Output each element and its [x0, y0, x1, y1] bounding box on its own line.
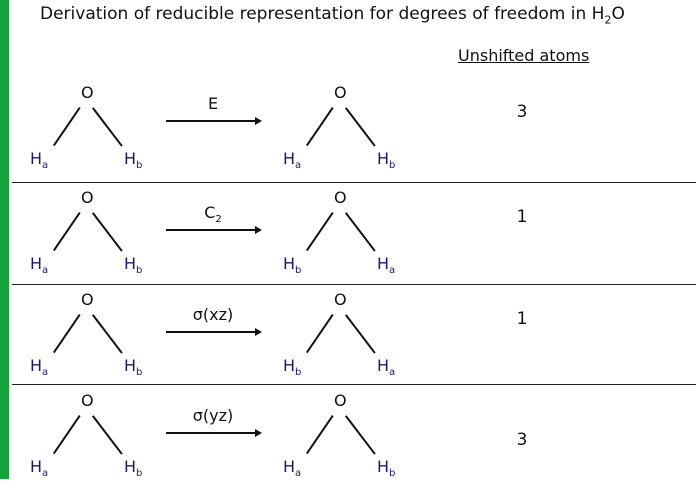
- original-bond-right: [92, 314, 123, 354]
- original-oxygen-atom: O: [81, 290, 94, 309]
- row-divider: [12, 182, 696, 183]
- original-hydrogen-right: Hb: [124, 149, 143, 172]
- symmetry-operation-label: E: [207, 94, 219, 113]
- original-bond-left: [53, 107, 81, 147]
- page-title: Derivation of reducible representation f…: [40, 4, 625, 27]
- original-water-molecule: O Ha Hb: [28, 290, 158, 390]
- transformed-oxygen-atom: O: [334, 83, 347, 102]
- transformed-hydrogen-right: Hb: [377, 149, 396, 172]
- operation-arrow: [166, 226, 262, 233]
- original-water-molecule: O Ha Hb: [28, 188, 158, 288]
- operation-arrow: [166, 429, 262, 436]
- original-bond-left: [53, 314, 81, 354]
- unshifted-atom-count: 1: [516, 309, 528, 329]
- row-divider: [12, 384, 696, 385]
- original-oxygen-atom: O: [81, 83, 94, 102]
- original-bond-left: [53, 212, 81, 252]
- symmetry-operation-label: σ(xz): [192, 305, 234, 324]
- row-divider: [12, 284, 696, 285]
- operation-row: O Ha Hb σ(xz) O Hb Ha 1: [0, 285, 696, 385]
- unshifted-atom-count: 1: [516, 207, 528, 227]
- transformed-hydrogen-left: Ha: [283, 149, 302, 172]
- transformed-oxygen-atom: O: [334, 188, 347, 207]
- symmetry-operation-label: C2: [204, 203, 222, 226]
- original-bond-left: [53, 415, 81, 455]
- original-hydrogen-right: Hb: [124, 356, 143, 379]
- transformed-bond-left: [306, 212, 334, 252]
- transformed-bond-left: [306, 415, 334, 455]
- transformed-water-molecule: O Ha Hb: [281, 83, 411, 183]
- transformed-bond-left: [306, 314, 334, 354]
- operation-arrow: [166, 117, 262, 124]
- transformed-oxygen-atom: O: [334, 391, 347, 410]
- original-bond-right: [92, 415, 123, 455]
- operation-row: O Ha Hb C2 O Hb Ha 1: [0, 183, 696, 283]
- operation-arrow: [166, 328, 262, 335]
- transformed-hydrogen-left: Ha: [283, 457, 302, 480]
- transformed-hydrogen-left: Hb: [283, 254, 302, 277]
- transformed-hydrogen-right: Hb: [377, 457, 396, 480]
- symmetry-operation-label: σ(yz): [192, 406, 234, 425]
- original-water-molecule: O Ha Hb: [28, 391, 158, 491]
- unshifted-atom-count: 3: [516, 102, 528, 122]
- transformed-hydrogen-right: Ha: [377, 254, 396, 277]
- transformed-water-molecule: O Hb Ha: [281, 290, 411, 390]
- original-hydrogen-left: Ha: [30, 254, 49, 277]
- transformed-hydrogen-right: Ha: [377, 356, 396, 379]
- operation-row: O Ha Hb E O Ha Hb 3: [0, 78, 696, 178]
- accent-bar: [0, 0, 9, 479]
- original-hydrogen-right: Hb: [124, 457, 143, 480]
- transformed-bond-right: [345, 314, 376, 354]
- original-hydrogen-left: Ha: [30, 149, 49, 172]
- transformed-hydrogen-left: Hb: [283, 356, 302, 379]
- original-water-molecule: O Ha Hb: [28, 83, 158, 183]
- original-bond-right: [92, 212, 123, 252]
- transformed-bond-left: [306, 107, 334, 147]
- unshifted-atoms-header: Unshifted atoms: [458, 46, 590, 65]
- original-oxygen-atom: O: [81, 188, 94, 207]
- unshifted-atom-count: 3: [516, 430, 528, 450]
- original-oxygen-atom: O: [81, 391, 94, 410]
- transformed-bond-right: [345, 107, 376, 147]
- original-hydrogen-right: Hb: [124, 254, 143, 277]
- transformed-bond-right: [345, 212, 376, 252]
- original-bond-right: [92, 107, 123, 147]
- transformed-bond-right: [345, 415, 376, 455]
- transformed-water-molecule: O Ha Hb: [281, 391, 411, 491]
- transformed-water-molecule: O Hb Ha: [281, 188, 411, 288]
- original-hydrogen-left: Ha: [30, 457, 49, 480]
- operation-row: O Ha Hb σ(yz) O Ha Hb 3: [0, 386, 696, 486]
- transformed-oxygen-atom: O: [334, 290, 347, 309]
- original-hydrogen-left: Ha: [30, 356, 49, 379]
